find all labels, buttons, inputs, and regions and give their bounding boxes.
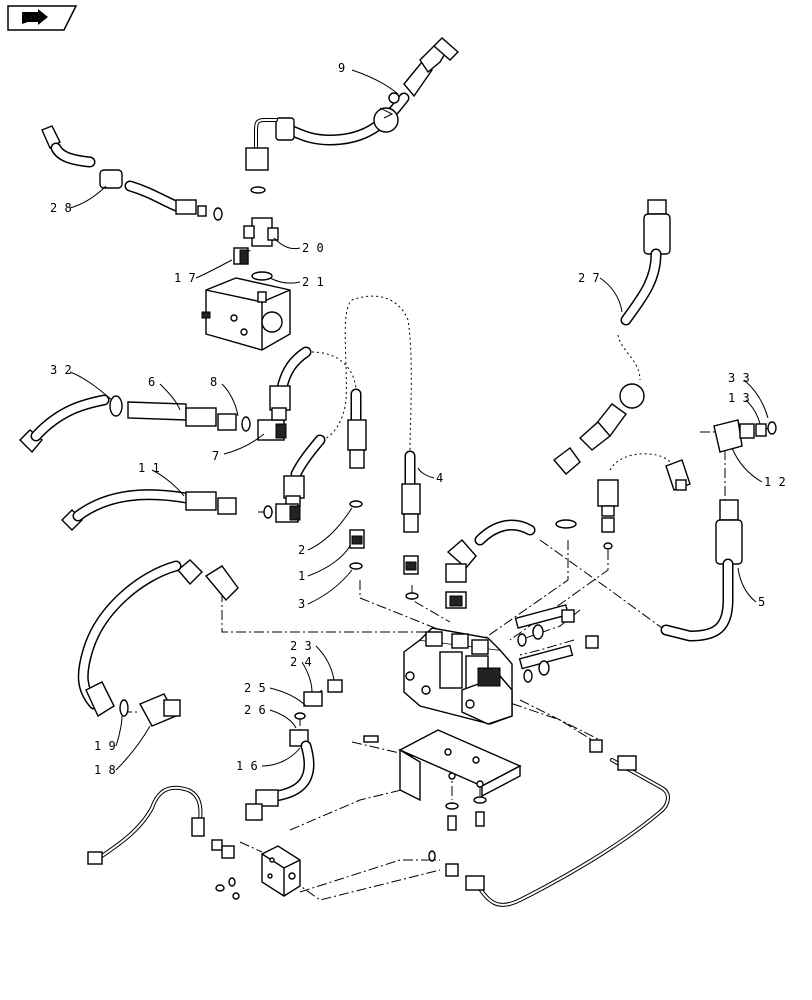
hose-assembly-32-6 (19, 394, 287, 454)
callout-3: 3 (298, 597, 305, 611)
callout-2: 2 (298, 543, 305, 557)
callout-28: 2 8 (50, 201, 72, 215)
callout-27: 2 7 (578, 271, 600, 285)
callout-1: 1 (298, 569, 305, 583)
callout-9: 9 (338, 61, 345, 75)
callout-16: 1 6 (236, 759, 258, 773)
hose-assembly-28 (41, 125, 223, 221)
callout-11: 1 1 (138, 461, 160, 475)
callout-24: 2 4 (290, 655, 312, 669)
callout-5: 5 (758, 595, 765, 609)
callout-25: 2 5 (244, 681, 266, 695)
sensor-fittings-right (597, 459, 691, 550)
fittings-23-26 (294, 679, 343, 720)
callout-4: 4 (436, 471, 443, 485)
callout-32: 3 2 (50, 363, 72, 377)
elbow-fittings-center (445, 447, 581, 609)
hose-assembly-27 (578, 199, 671, 451)
tube-lines-bottom (87, 739, 670, 907)
callout-18: 1 8 (94, 763, 116, 777)
callout-26: 2 6 (244, 703, 266, 717)
tee-fitting-20 (233, 217, 279, 281)
mounting-bracket (363, 729, 522, 831)
callout-20: 2 0 (302, 241, 324, 255)
callout-8: 8 (210, 375, 217, 389)
callout-13: 1 3 (728, 391, 750, 405)
callout-23: 2 3 (290, 639, 312, 653)
distribution-block (215, 845, 301, 900)
elbow-fitting-12 (713, 419, 777, 453)
callout-17: 1 7 (174, 271, 196, 285)
hose-assembly-5 (660, 499, 743, 642)
hose-assembly-9 (245, 37, 460, 194)
hose-assembly-11 (61, 489, 301, 531)
hose-assembly-upper-mid (269, 346, 326, 507)
arrow-forward-icon (22, 9, 48, 25)
callout-21: 2 1 (302, 275, 324, 289)
callout-12: 1 2 (764, 475, 786, 489)
callout-labels: 9 2 8 2 0 1 7 2 1 2 7 3 2 6 8 7 3 3 1 3 … (50, 61, 786, 777)
callout-19: 1 9 (94, 739, 116, 753)
callout-33: 3 3 (728, 371, 750, 385)
hose-assembly-19 (77, 559, 239, 727)
nav-button[interactable] (7, 5, 78, 31)
callout-7: 7 (212, 449, 219, 463)
control-valve-assembly (403, 604, 599, 725)
hose-assembly-4 (347, 388, 421, 600)
routing-dotted-lines (311, 295, 671, 471)
valve-block (201, 277, 291, 351)
callout-6: 6 (148, 375, 155, 389)
leader-lines (69, 69, 769, 771)
hose-assembly-16 (245, 729, 315, 821)
